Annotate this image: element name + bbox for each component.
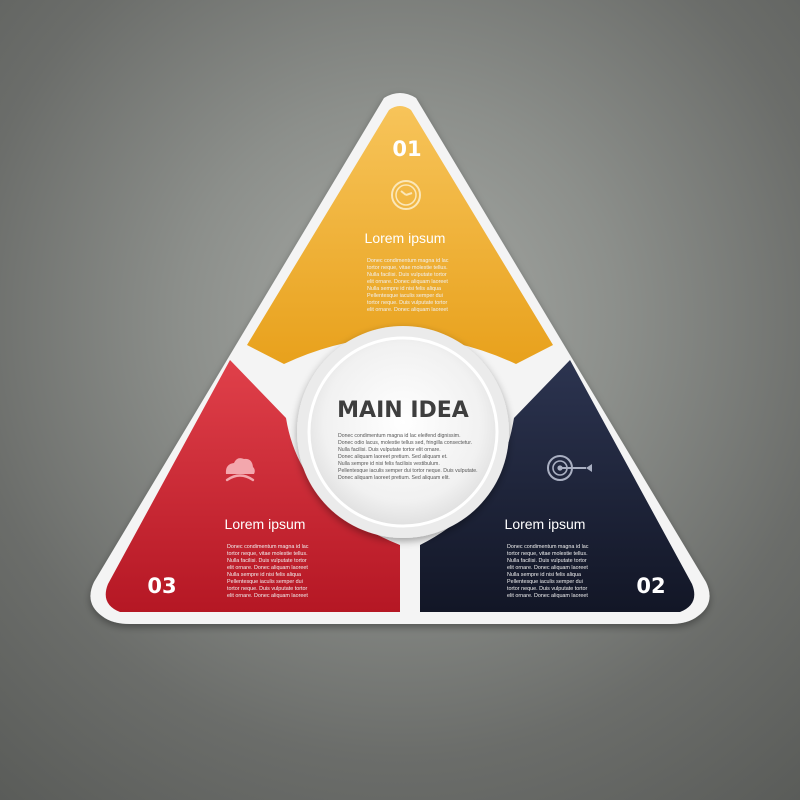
clock-icon	[391, 180, 421, 210]
main-idea-circle[interactable]: MAIN IDEA Donec condimentum magna id lac…	[297, 326, 509, 538]
section-03-body-line: Donec condimentum magna id lac	[227, 544, 309, 550]
target-icon	[547, 455, 592, 481]
section-03-body-line: Pellentesque iaculis semper dui	[227, 579, 303, 585]
section-01-body-line: Nulla facilisi. Duis vulputate tortor	[367, 272, 447, 278]
section-02-body-line: Nulla facilisi. Duis vulputate tortor	[507, 558, 587, 564]
main-idea-title: MAIN IDEA	[337, 398, 469, 423]
section-02-body-line: elit ornare. Donec aliquam laoreet	[507, 565, 588, 571]
section-01-body-line: elit ornare. Donec aliquam laoreet	[367, 279, 448, 285]
section-01-shape	[247, 106, 553, 364]
section-02-body-line: Nulla sempre id nisi felis aliqua	[507, 572, 581, 578]
section-02[interactable]: Lorem ipsum Donec condimentum magna id l…	[420, 360, 695, 612]
section-01-heading: Lorem ipsum	[365, 230, 446, 246]
section-02-body-line: tortor neque, vitae molestie tellus.	[507, 551, 588, 557]
section-01-body-line: tortor neque, vitae molestie tellus.	[367, 265, 448, 271]
section-02-body-line: Donec condimentum magna id lac	[507, 544, 589, 550]
section-03-body-line: elit ornare. Donec aliquam laoreet	[227, 565, 308, 571]
main-idea-body-line: Donec aliquam laoreet pretium. Sed aliqu…	[338, 454, 448, 460]
section-01-body-line: Nulla sempre id nisi felis aliqua	[367, 286, 441, 292]
section-03-body-line: tortor neque, vitae molestie tellus.	[227, 551, 308, 557]
section-01[interactable]: 01 Lorem ipsum Donec condimentum magna i…	[247, 106, 553, 364]
section-01-body-line: Pellentesque iaculis semper dui	[367, 293, 443, 299]
main-idea-body-line: Donec odio lacus, molestie tellus sed, f…	[338, 440, 472, 446]
section-02-body-line: Pellentesque iaculis semper dui	[507, 579, 583, 585]
section-01-number: 01	[392, 137, 421, 161]
main-idea-body-line: Nulla facilisi. Duis vulputate tortor el…	[338, 447, 441, 453]
cloud-icon	[225, 458, 255, 482]
section-03-body: Donec condimentum magna id lac tortor ne…	[227, 544, 310, 599]
main-idea-body-line: Pellentesque iaculis semper dui tortor n…	[338, 468, 478, 474]
section-03-shape	[105, 360, 400, 612]
section-03-body-line: Nulla facilisi. Duis vulputate tortor	[227, 558, 307, 564]
section-03-body-line: tortor neque. Duis vulputate tortor	[227, 586, 308, 592]
section-02-body-line: tortor neque. Duis vulputate tortor	[507, 586, 588, 592]
section-02-body-line: elit ornare. Donec aliquam laoreet	[507, 593, 588, 599]
section-02-body: Donec condimentum magna id lac tortor ne…	[507, 544, 590, 599]
section-03-heading: Lorem ipsum	[225, 516, 306, 532]
section-03-body-line: Nulla sempre id nisi felis aliqua	[227, 572, 301, 578]
main-idea-body: Donec condimentum magna id lac eleifend …	[338, 433, 479, 481]
section-01-body-line: Donec condimentum magna id lac	[367, 258, 449, 264]
section-01-body: Donec condimentum magna id lac tortor ne…	[367, 258, 450, 313]
section-01-body-line: tortor neque. Duis vulputate tortor	[367, 300, 448, 306]
section-03[interactable]: Lorem ipsum Donec condimentum magna id l…	[105, 360, 400, 612]
main-idea-body-line: Donec condimentum magna id lac eleifend …	[338, 433, 461, 439]
section-02-shape	[420, 360, 695, 612]
main-idea-body-line: Nulla sempre id nisi felis facilisis ves…	[338, 461, 440, 467]
section-02-number: 02	[636, 574, 665, 598]
section-02-heading: Lorem ipsum	[505, 516, 586, 532]
section-03-body-line: elit ornare. Donec aliquam laoreet	[227, 593, 308, 599]
main-idea-body-line: Donec aliquam laoreet pretium. Sed aliqu…	[338, 475, 450, 481]
section-01-body-line: elit ornare. Donec aliquam laoreet	[367, 307, 448, 313]
section-03-number: 03	[147, 574, 176, 598]
main-idea-disc	[307, 336, 499, 528]
